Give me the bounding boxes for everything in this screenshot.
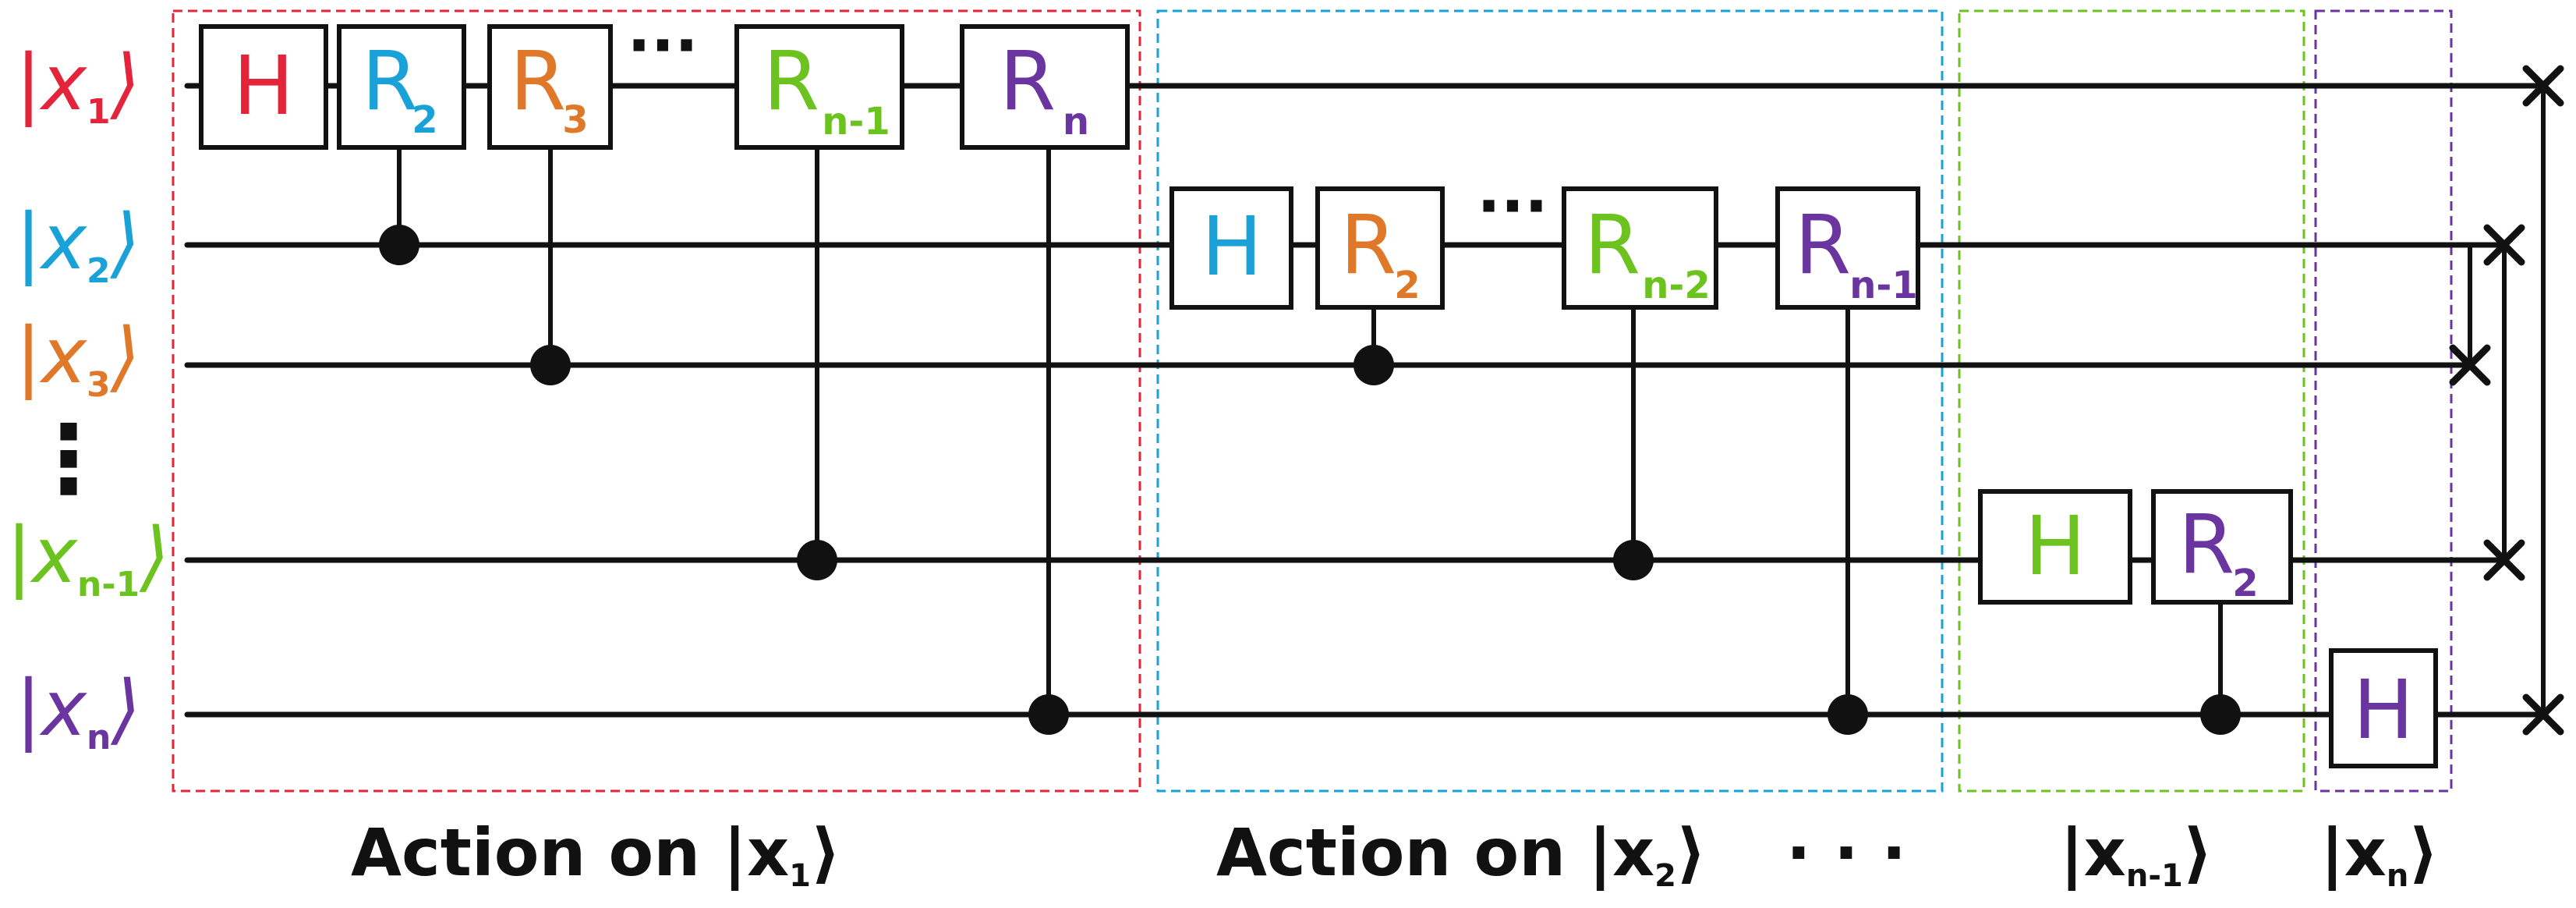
gate-subscript: 2: [1394, 264, 1420, 307]
gate-label: R: [1795, 197, 1851, 293]
gate-label: R: [510, 34, 566, 129]
group-box-x2: [1156, 9, 1944, 793]
gate-label: R: [763, 34, 819, 129]
gate-r2-xn1: R 2: [2151, 489, 2293, 605]
gate-subscript: 2: [2232, 562, 2258, 605]
gates: H R 2 R 3 ··· R n-1 R n H R 2 ··· R n-2 …: [199, 9, 2438, 768]
control-dot: [1028, 694, 1069, 735]
swap-x-mark: [2449, 344, 2491, 386]
group-box-xn1: [1958, 9, 2305, 793]
caption-action-x2: Action on |x2⟩: [1216, 814, 1706, 894]
gate-rn1-x2: R n-1: [1775, 186, 1920, 310]
input-ket-x2: |x2⟩: [16, 198, 140, 291]
gate-subscript: 3: [562, 98, 588, 142]
gate-ellipsis: ···: [627, 9, 698, 82]
gate-label: H: [1201, 199, 1262, 294]
gate-subscript: n-1: [1849, 264, 1918, 307]
control-dot: [530, 345, 571, 385]
gate-label: R: [2178, 497, 2235, 592]
input-labels: |x1⟩ |x2⟩ |x3⟩ ⋮ |xn-1⟩ |xn⟩: [6, 39, 169, 757]
input-ket-xn1: |xn-1⟩: [6, 512, 169, 605]
control-dot: [1613, 540, 1654, 580]
captions: Action on |x1⟩ Action on |x2⟩ · · · |xn-…: [351, 814, 2439, 894]
gate-subscript: n: [1063, 100, 1089, 144]
gate-label: R: [1000, 34, 1056, 129]
control-dot: [1353, 345, 1394, 385]
caption-ellipsis: · · ·: [1786, 814, 1906, 891]
swap-network: [2449, 65, 2564, 736]
gate-label: H: [2353, 662, 2414, 757]
wires: [184, 83, 2546, 718]
gate-label: H: [233, 38, 294, 133]
group-box-xn: [2314, 9, 2453, 793]
gate-label: R: [362, 34, 418, 129]
gate-h-x2: H: [1169, 186, 1293, 310]
gate-h-xn: H: [2329, 648, 2438, 768]
control-dots: [379, 225, 2241, 735]
swap-x-mark: [2483, 224, 2525, 266]
control-dot: [1828, 694, 1868, 735]
gate-label: R: [1340, 197, 1396, 293]
gate-rn1-x1: R n-1: [734, 24, 904, 150]
swap-x-mark: [2522, 65, 2564, 107]
gate-r3-x1: R 3: [487, 24, 613, 150]
control-lines: [397, 139, 2223, 715]
gate-subscript: n-2: [1642, 264, 1711, 307]
gate-h-x1: H: [199, 24, 328, 150]
swap-x-mark: [2483, 539, 2525, 581]
input-ket-xn: |xn⟩: [16, 665, 141, 757]
group-box-x1: [172, 9, 1141, 793]
gate-subscript: 2: [412, 98, 437, 142]
gate-r2-x1: R 2: [337, 24, 466, 150]
caption-xn: |xn⟩: [2320, 814, 2439, 894]
gate-r2-x2: R 2: [1315, 186, 1445, 310]
gate-rn-x1: R n: [960, 24, 1130, 150]
gate-rn2-x2: R n-2: [1562, 186, 1718, 310]
control-dot: [379, 225, 419, 265]
control-dot: [797, 540, 837, 580]
swap-x-mark: [2522, 693, 2564, 736]
input-ket-x3: |x3⟩: [16, 312, 140, 405]
gate-ellipsis: ···: [1477, 170, 1548, 243]
gate-subscript: n-1: [822, 100, 890, 144]
input-ket-x1: |x1⟩: [16, 39, 140, 132]
vertical-ellipsis: ⋮: [22, 406, 115, 514]
gate-label: R: [1584, 197, 1640, 293]
control-dot: [2200, 694, 2241, 735]
gate-label: H: [2025, 498, 2086, 594]
caption-xn1: |xn-1⟩: [2060, 814, 2213, 894]
gate-h-xn1: H: [1978, 489, 2132, 605]
caption-action-x1: Action on |x1⟩: [351, 814, 840, 894]
